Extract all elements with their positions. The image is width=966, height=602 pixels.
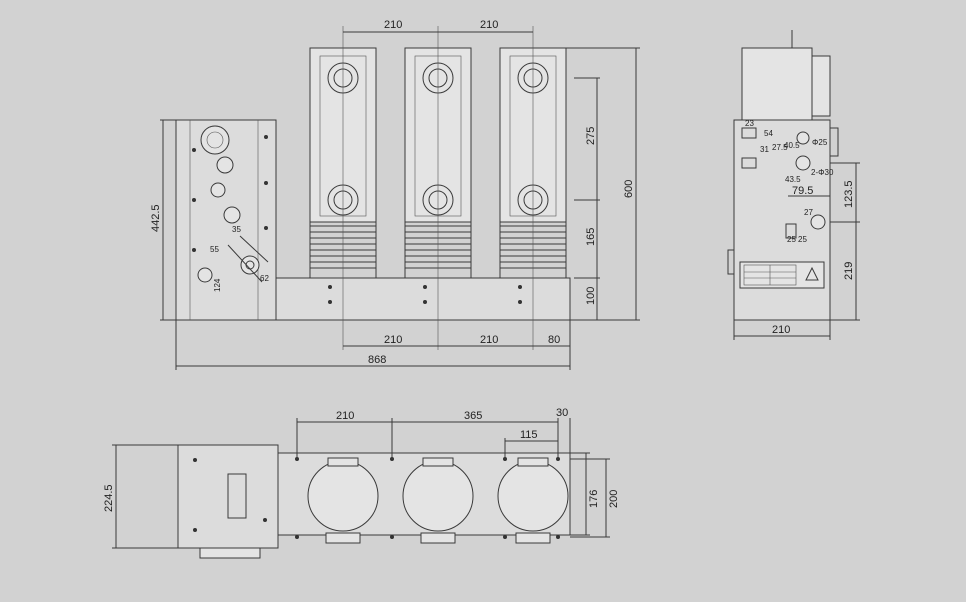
base-frame (275, 277, 571, 321)
dim-overall-width: 868 (368, 354, 386, 366)
label-40-5: 40.5 (784, 141, 800, 150)
dim-left-height: 442.5 (150, 204, 162, 232)
label-phi25: Φ25 (812, 138, 828, 147)
dim-plan-115: 115 (520, 429, 538, 441)
dim-top-pitch-right: 210 (480, 19, 498, 31)
dim-plan-365: 365 (464, 410, 482, 422)
dim-219: 219 (843, 262, 855, 280)
label-35: 35 (232, 225, 241, 234)
side-top-box (741, 47, 813, 121)
dim-side-width: 210 (772, 324, 790, 336)
plan-pole-1 (307, 460, 379, 532)
operating-shaft (240, 255, 260, 275)
dim-bottom-210-b: 210 (480, 334, 498, 346)
dim-275: 275 (585, 127, 597, 145)
dim-123-5: 123.5 (843, 180, 855, 208)
dim-100: 100 (585, 287, 597, 305)
dim-165: 165 (585, 228, 597, 246)
plan-pole-2 (402, 460, 474, 532)
label-54: 54 (764, 129, 773, 138)
dim-plan-176: 176 (588, 490, 600, 508)
label-124: 124 (213, 278, 222, 292)
label-43-5: 43.5 (785, 175, 801, 184)
label-25-a: 25 (787, 235, 796, 244)
label-79-5: 79.5 (792, 185, 813, 197)
front-view: 210 210 275 165 100 600 442.5 210 210 80… (150, 19, 640, 370)
mechanism-dial (200, 125, 230, 155)
label-2phi30: 2-Φ30 (811, 168, 834, 177)
dim-top-pitch-left: 210 (384, 19, 402, 31)
dim-overall-height: 600 (623, 180, 635, 198)
dim-plan-210: 210 (336, 410, 354, 422)
dim-bottom-210-a: 210 (384, 334, 402, 346)
label-62: 62 (260, 274, 269, 283)
label-23: 23 (745, 119, 754, 128)
label-27-5: 27.5 (772, 143, 788, 152)
nameplate (739, 261, 825, 289)
plan-view: 210 365 30 115 224.5 176 200 (103, 407, 620, 559)
side-view: 23 54 40.5 Φ25 31 27.5 43.5 2-Φ30 79.5 1… (727, 30, 860, 340)
dim-plan-30: 30 (556, 407, 568, 419)
dim-plan-224-5: 224.5 (103, 484, 115, 512)
label-55: 55 (210, 245, 219, 254)
label-25-b: 25 (798, 235, 807, 244)
label-31: 31 (760, 145, 769, 154)
dim-bottom-80: 80 (548, 334, 560, 346)
label-27: 27 (804, 208, 813, 217)
dim-plan-200: 200 (608, 490, 620, 508)
plan-pole-3 (497, 460, 569, 532)
